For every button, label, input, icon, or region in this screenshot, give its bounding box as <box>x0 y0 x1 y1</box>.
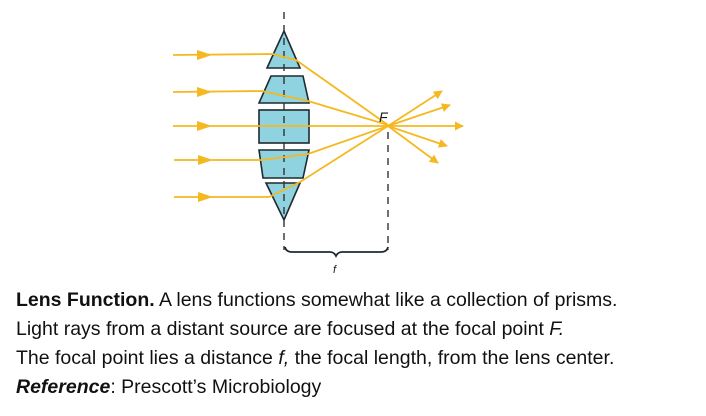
caption-line-3-text-a: The focal point lies a distance <box>16 347 279 369</box>
caption-line-3: The focal point lies a distance f, the f… <box>16 344 706 373</box>
ray-2 <box>172 90 389 126</box>
arrowhead-icon <box>197 87 212 97</box>
focal-length-label: f <box>333 264 337 276</box>
lens-diagram: F f <box>172 12 464 276</box>
out-ray-4 <box>387 125 448 148</box>
prism-lower-trapezoid <box>258 149 310 179</box>
caption-reference-source: : Prescott’s Microbiology <box>110 376 322 398</box>
caption-focal-point: F. <box>549 318 565 340</box>
out-ray-5 <box>387 125 439 164</box>
ray-5 <box>174 125 389 198</box>
caption-line-1: Lens Function. A lens functions somewhat… <box>16 286 706 315</box>
out-ray-1 <box>387 90 443 127</box>
caption-reference-label: Reference <box>16 376 111 398</box>
caption-title: Lens Function. <box>16 289 155 311</box>
caption-line-4: Reference: Prescott’s Microbiology <box>16 373 706 402</box>
arrowhead-icon <box>198 155 213 165</box>
arrowhead-icon <box>198 192 213 202</box>
caption-line-2-text: Light rays from a distant source are foc… <box>16 318 550 340</box>
arrowhead-icon <box>197 121 212 131</box>
ray-4 <box>174 125 389 161</box>
figure-caption: Lens Function. A lens functions somewhat… <box>16 286 706 402</box>
outgoing-rays <box>387 90 464 164</box>
ray-1 <box>172 53 389 126</box>
prism-upper-trapezoid <box>257 75 310 104</box>
focal-length-brace <box>284 246 389 259</box>
out-ray-2 <box>387 103 451 127</box>
caption-line-3-text-b: the focal length, from the lens center. <box>289 347 615 369</box>
incoming-arrowheads <box>197 50 213 202</box>
caption-focal-length: f, <box>278 347 290 369</box>
arrowhead-icon <box>197 50 212 60</box>
prism-top-triangle <box>265 29 302 69</box>
caption-line-2: Light rays from a distant source are foc… <box>16 315 706 344</box>
prism-bottom-triangle <box>264 182 302 222</box>
caption-line-1-text: A lens functions somewhat like a collect… <box>154 289 618 311</box>
focal-point-label: F <box>379 109 389 125</box>
